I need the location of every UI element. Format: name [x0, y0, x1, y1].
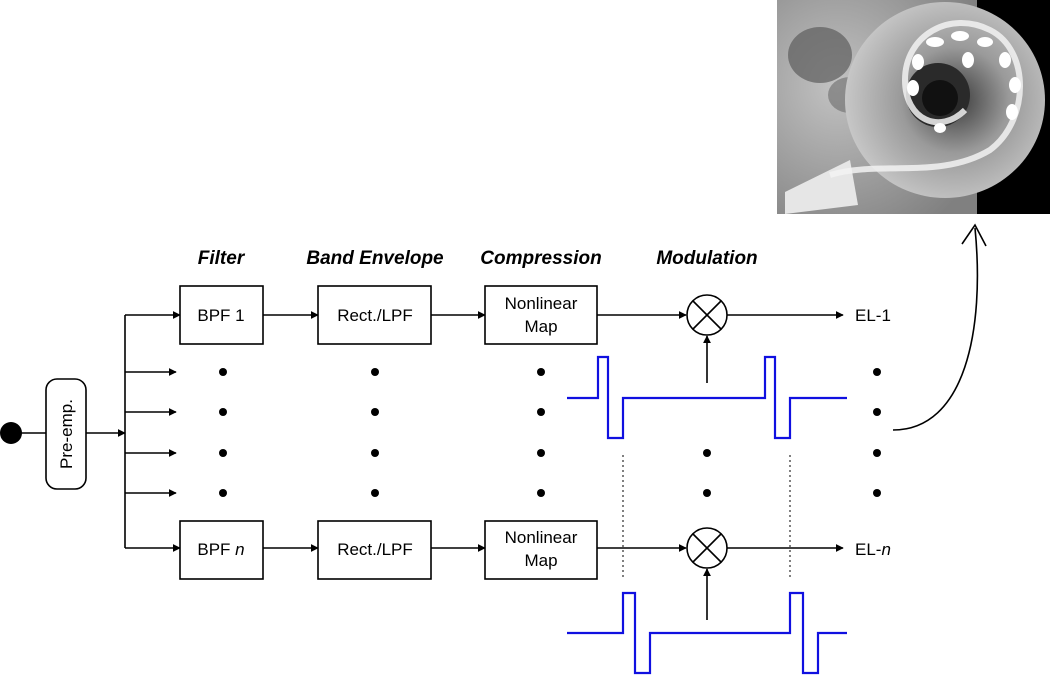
- header-compression: Compression: [480, 248, 601, 269]
- pre-emphasis-label: Pre-emp.: [57, 399, 76, 469]
- curved-arrow-to-implant-image: [892, 227, 979, 431]
- envelope-n-box: [317, 520, 432, 580]
- envelope-n-label: Rect./LPF: [337, 540, 413, 559]
- output-el-n-label: EL-n: [855, 540, 891, 559]
- output-el-1-label: EL-1: [855, 306, 891, 325]
- compression-1-label-line2: Map: [524, 317, 557, 336]
- bpf-1-box: [179, 285, 264, 345]
- curved-arrow-head: [961, 223, 987, 247]
- output-el-n-index: n: [881, 540, 890, 559]
- pulse-train-1: [567, 355, 847, 440]
- bpf-n-label-prefix: BPF: [197, 540, 235, 559]
- envelope-1-box: [317, 285, 432, 345]
- bpf-1-label: BPF 1: [197, 306, 244, 325]
- bpf-n-label-index: n: [235, 540, 244, 559]
- compression-n-label-line2: Map: [524, 551, 557, 570]
- cochlear-implant-xray-image: [777, 0, 1050, 214]
- compression-n-label-line1: Nonlinear: [505, 528, 578, 547]
- compression-n-box: [484, 520, 598, 580]
- multiplier-1-icon: [686, 294, 728, 336]
- header-filter: Filter: [198, 248, 246, 269]
- bpf-n-label: BPF n: [197, 540, 244, 559]
- compression-1-label-line1: Nonlinear: [505, 294, 578, 313]
- bpf-n-box: [179, 520, 264, 580]
- envelope-1-label: Rect./LPF: [337, 306, 413, 325]
- output-el-n-prefix: EL-: [855, 540, 881, 559]
- pulse-train-n: [567, 591, 847, 675]
- multiplier-n-icon: [686, 527, 728, 569]
- compression-1-box: [484, 285, 598, 345]
- channel-ellipsis-dots: [219, 368, 881, 497]
- header-modulation: Modulation: [656, 248, 757, 269]
- header-band-envelope: Band Envelope: [306, 248, 444, 269]
- pre-emphasis-box: [45, 378, 87, 490]
